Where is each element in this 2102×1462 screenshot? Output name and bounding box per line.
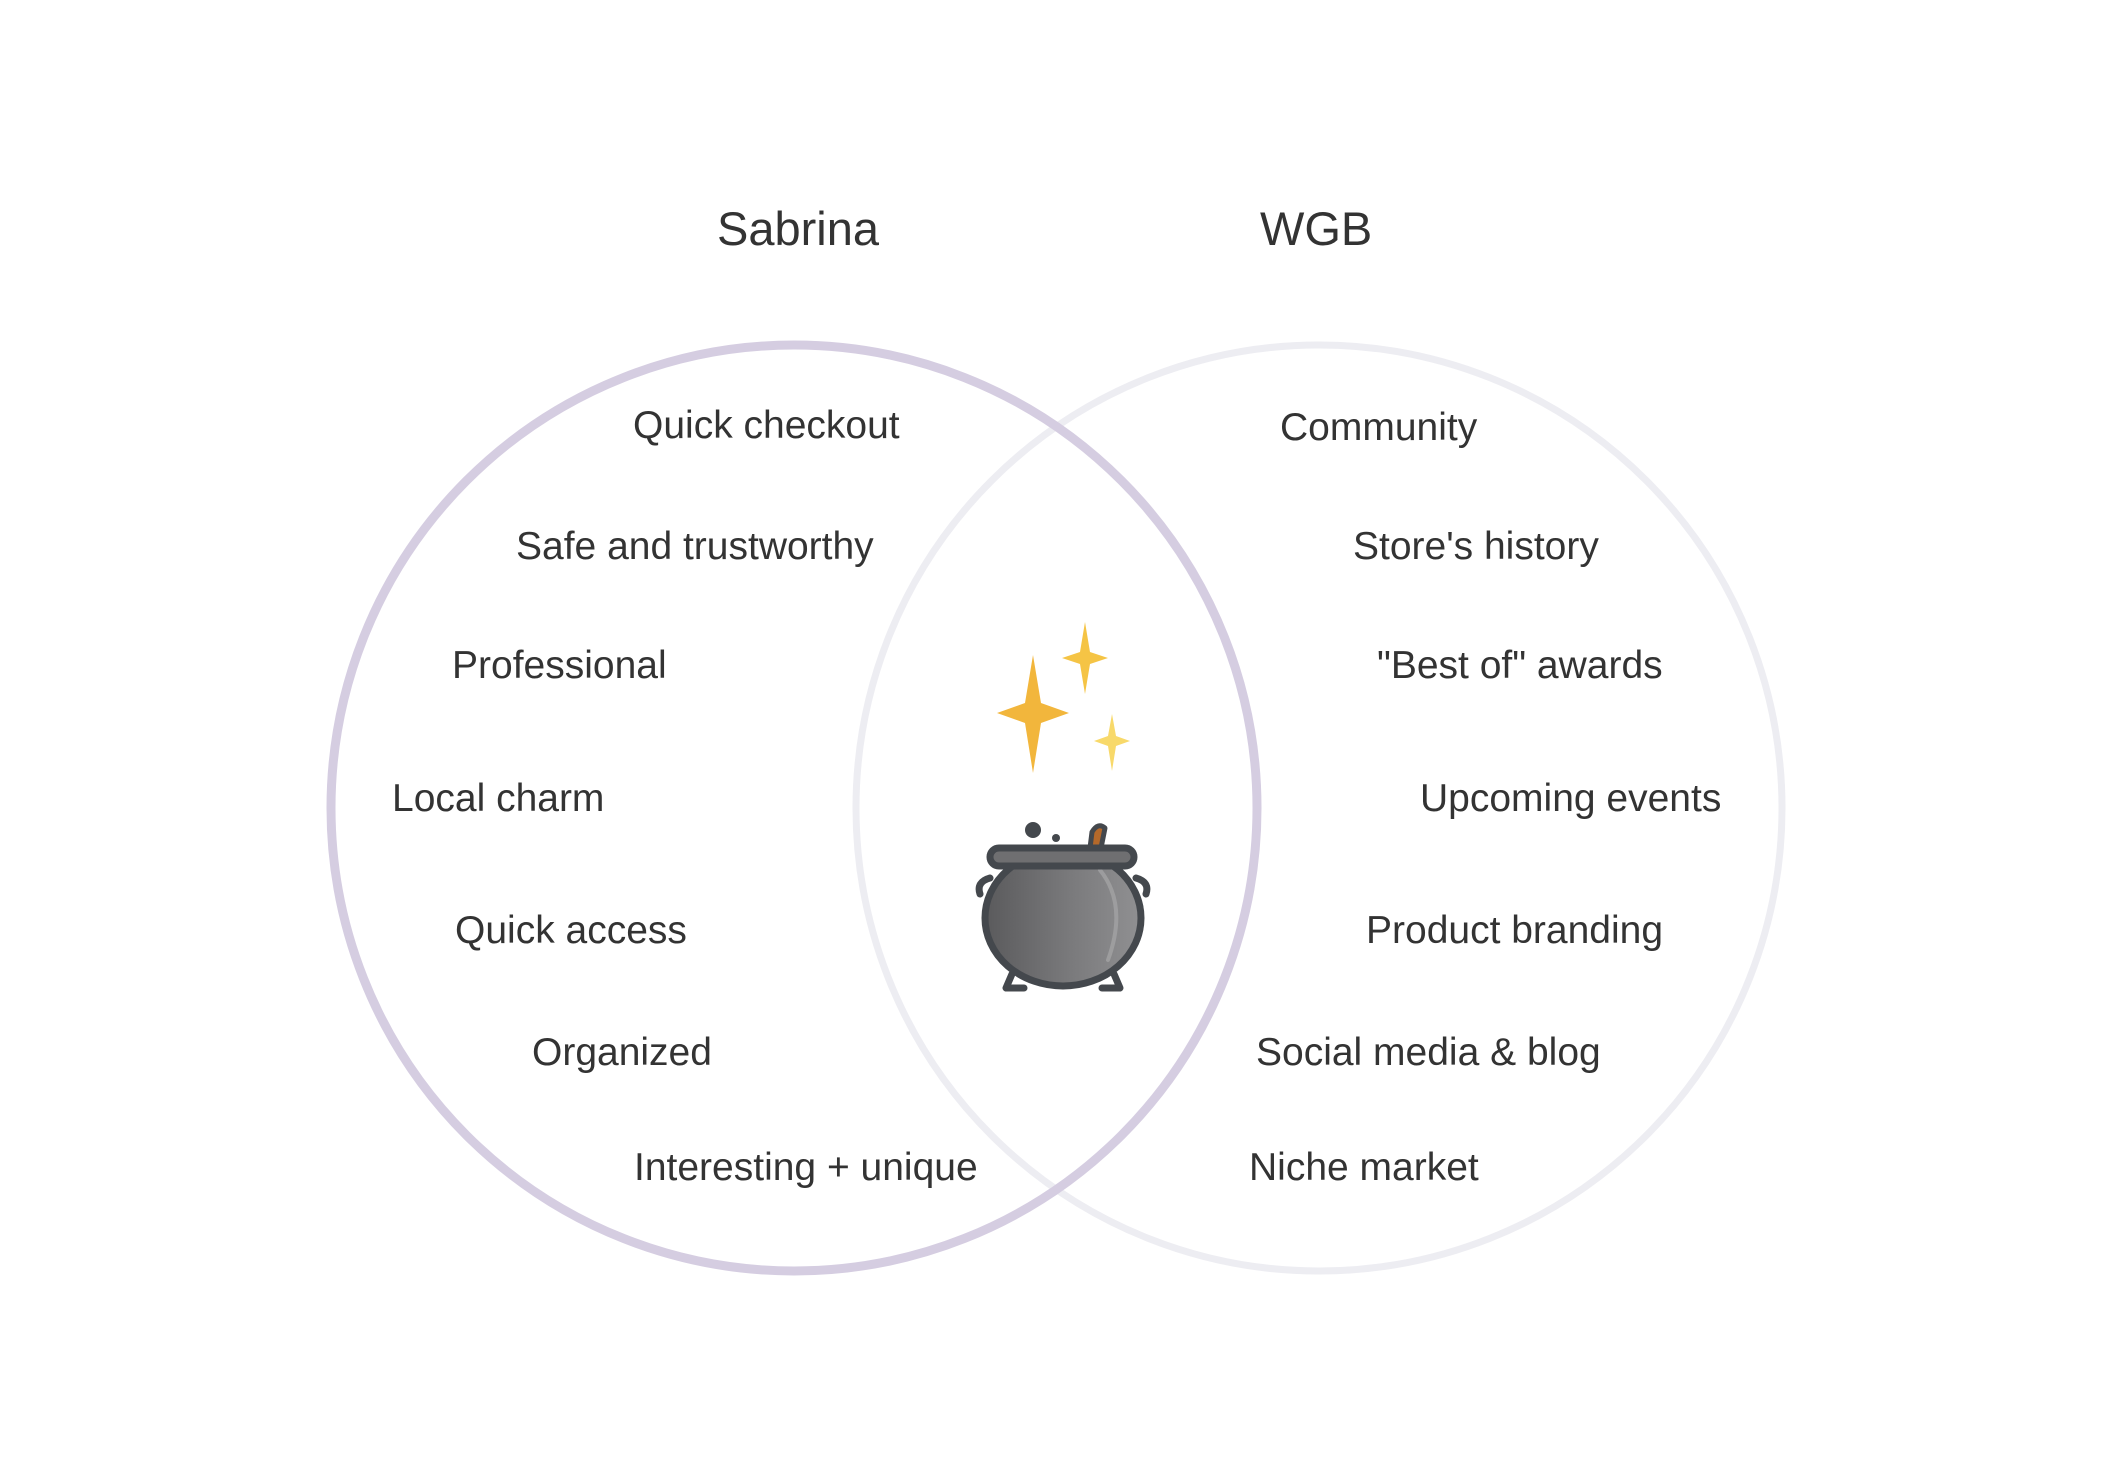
cauldron-icon — [975, 822, 1151, 992]
wgb-circle — [852, 341, 1786, 1275]
handle-right — [1132, 874, 1151, 898]
wgb-item: Product branding — [1366, 909, 1664, 952]
sparkles-icon — [997, 622, 1130, 773]
sabrina-item: Professional — [452, 644, 667, 687]
wgb-item: Community — [1280, 406, 1478, 449]
wgb-title: WGB — [1260, 202, 1373, 255]
sabrina-item: Interesting + unique — [634, 1146, 978, 1189]
sabrina-item: Organized — [532, 1031, 712, 1074]
sabrina-item: Quick access — [455, 909, 687, 952]
sparkle-small — [1094, 714, 1130, 771]
wgb-item: Social media & blog — [1256, 1031, 1601, 1074]
wgb-item: Store's history — [1353, 525, 1599, 568]
handle-left — [975, 874, 994, 898]
sabrina-circle — [326, 340, 1262, 1276]
bubble-large — [1025, 822, 1041, 838]
sabrina-item: Safe and trustworthy — [516, 525, 874, 568]
wgb-item: Niche market — [1249, 1146, 1479, 1189]
wgb-item: Upcoming events — [1420, 777, 1722, 820]
sparkle-large — [997, 655, 1069, 773]
sabrina-title: Sabrina — [717, 202, 879, 255]
wgb-item: "Best of" awards — [1377, 644, 1663, 687]
ladle — [1087, 823, 1108, 851]
cauldron-highlight — [1098, 868, 1119, 962]
sparkle-top — [1062, 622, 1108, 694]
bubble-small — [1052, 834, 1060, 842]
cauldron-rim — [986, 844, 1138, 870]
sabrina-item: Local charm — [392, 777, 605, 820]
cauldron-foot-right — [1098, 970, 1124, 992]
cauldron-foot-left — [1002, 970, 1028, 992]
sabrina-item: Quick checkout — [633, 404, 900, 447]
